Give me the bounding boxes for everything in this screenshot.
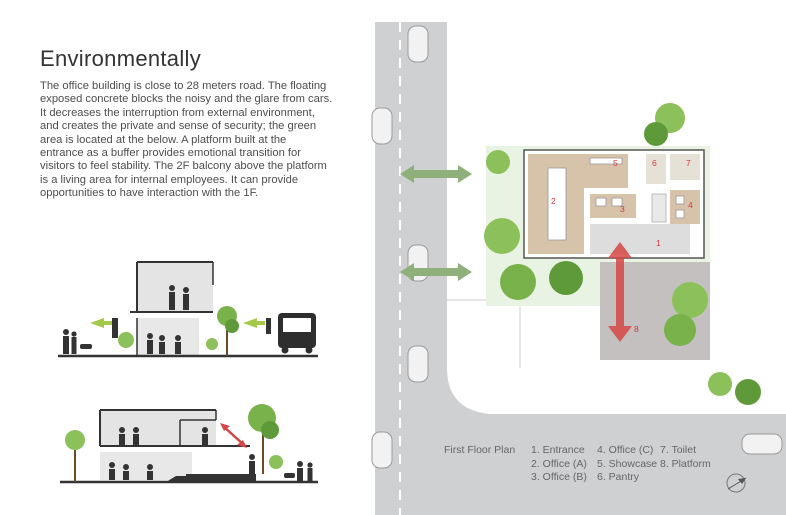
room-number: 6 bbox=[652, 158, 657, 168]
legend-item: 7. Toilet bbox=[660, 444, 696, 456]
description-line: and creates the private and sense of sec… bbox=[40, 120, 317, 133]
legend-item: 2. Office (A) bbox=[531, 457, 587, 470]
green-double-arrow bbox=[400, 165, 472, 281]
platform bbox=[186, 474, 256, 482]
stair bbox=[651, 193, 667, 223]
legend-item: 3. Office (B) bbox=[531, 471, 587, 483]
legend-item: 5. Showcase bbox=[597, 457, 658, 470]
description-line: exposed concrete blocks the noisy and th… bbox=[40, 93, 333, 106]
north-arrow-icon bbox=[726, 473, 747, 493]
section-diagram-top bbox=[58, 261, 318, 358]
entrance-hall bbox=[590, 224, 690, 254]
bus-icon bbox=[278, 313, 316, 354]
description-line: entrance as a buffer provides emotional … bbox=[40, 147, 301, 160]
green-arrow bbox=[243, 318, 265, 328]
legend-item: 6. Pantry bbox=[597, 471, 640, 483]
description-line: is a living area for internal employees.… bbox=[40, 173, 299, 186]
seated-people-icon bbox=[109, 462, 153, 480]
pedestrian-icon bbox=[249, 454, 313, 481]
people-icon bbox=[169, 285, 189, 310]
lower-volume bbox=[100, 452, 192, 480]
furniture bbox=[547, 157, 685, 241]
people-icon bbox=[119, 427, 208, 445]
description-line: visitors to feel stability. The 2F balco… bbox=[40, 160, 327, 173]
pantry bbox=[646, 154, 666, 184]
legend-item: 8. Platform bbox=[660, 457, 711, 470]
tree-icon bbox=[484, 103, 761, 405]
side-road bbox=[447, 368, 786, 515]
plan-title: First Floor Plan bbox=[444, 444, 516, 456]
room-number: 8 bbox=[634, 324, 639, 334]
pedestrian-icon bbox=[63, 329, 92, 354]
section-diagram-bottom bbox=[60, 404, 318, 484]
description-line: area is located at the below. A platform… bbox=[40, 133, 287, 146]
legend-column: 1. Entrance 2. Office (A) 3. Office (B) bbox=[531, 444, 587, 485]
legend-item: 4. Office (C) bbox=[597, 444, 654, 456]
toilet bbox=[670, 154, 700, 180]
seated-people-icon bbox=[147, 333, 181, 354]
description-line: The office building is close to 28 meter… bbox=[40, 80, 327, 92]
room-number: 3 bbox=[620, 204, 625, 214]
legend-item: 1. Entrance bbox=[531, 444, 585, 456]
page-title: Environmentally bbox=[40, 46, 202, 71]
legend-column: 7. Toilet 8. Platform bbox=[660, 444, 711, 471]
screen-wall bbox=[112, 318, 118, 338]
room-number: 5 bbox=[613, 158, 618, 168]
office-c bbox=[670, 190, 700, 224]
room-number: 1 bbox=[656, 238, 661, 248]
red-double-arrow bbox=[608, 242, 632, 342]
description-line: It decreases the interruption from exter… bbox=[40, 106, 315, 119]
description-line: opportunities to have interaction with t… bbox=[40, 187, 259, 200]
tree-icon bbox=[65, 404, 283, 482]
tree-icon bbox=[118, 306, 239, 356]
legend-column: 4. Office (C) 5. Showcase 6. Pantry bbox=[597, 444, 657, 485]
view-arrow bbox=[222, 425, 245, 446]
description-paragraph: The office building is close to 28 meter… bbox=[40, 80, 358, 201]
green-arrow bbox=[90, 318, 112, 328]
platform-step bbox=[166, 476, 186, 482]
room-number: 4 bbox=[688, 200, 693, 210]
room-number: 2 bbox=[551, 196, 556, 206]
room-number: 7 bbox=[686, 158, 691, 168]
